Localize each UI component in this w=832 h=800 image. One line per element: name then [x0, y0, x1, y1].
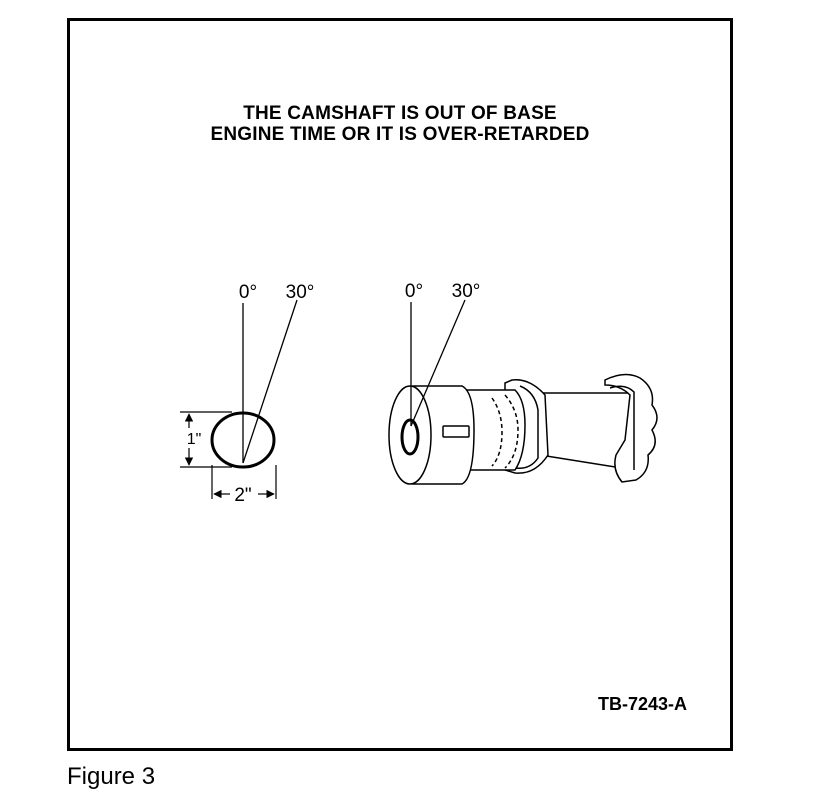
cam-lobe	[604, 373, 658, 483]
right-view-angles: 0° 30°	[405, 281, 481, 427]
width-dimension-label: 2"	[234, 485, 251, 506]
figure-title-line-2: ENGINE TIME OR IT IS OVER-RETARDED	[210, 124, 590, 145]
reference-code: TB-7243-A	[597, 694, 687, 714]
right-thirty-degree-line	[410, 299, 466, 427]
thirty-degree-line	[242, 299, 298, 464]
center-bore	[400, 418, 420, 456]
right-view	[388, 373, 658, 485]
right-zero-label: 0°	[405, 281, 423, 302]
hidden-ring-2	[491, 397, 503, 467]
right-thirty-label: 30°	[452, 281, 481, 302]
flange-inner-edge	[514, 385, 539, 470]
height-dimension-label: 1"	[187, 431, 202, 448]
keyway-slot	[442, 425, 470, 438]
hidden-ring-1	[504, 394, 519, 469]
figure-title-line-1: THE CAMSHAFT IS OUT OF BASE	[243, 103, 557, 124]
left-zero-label: 0°	[239, 282, 257, 303]
figure-caption: Figure 3	[67, 763, 156, 790]
cam-lobe-edge	[609, 385, 635, 470]
figure-frame: THE CAMSHAFT IS OUT OF BASE ENGINE TIME …	[67, 18, 733, 751]
camshaft-body	[461, 389, 526, 471]
left-view: 0° 30° 1" 2"	[180, 282, 314, 506]
left-thirty-label: 30°	[286, 282, 315, 303]
